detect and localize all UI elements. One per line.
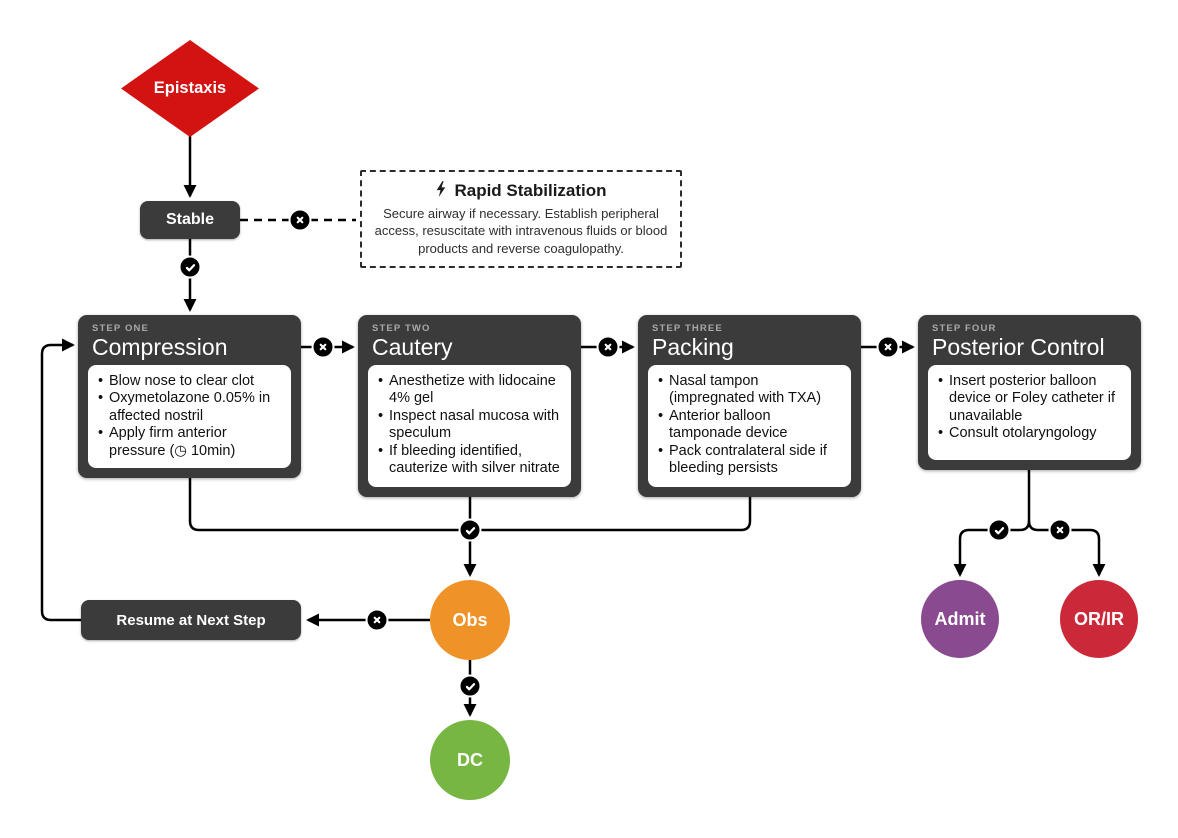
edge-compression-merge — [188, 478, 470, 532]
cross-icon — [365, 608, 389, 632]
step-header: STEP TWO Cautery — [358, 315, 581, 365]
step-node-compression[interactable]: STEP ONE Compression Blow nose to clear … — [78, 315, 301, 478]
outcome-label: Admit — [934, 608, 986, 629]
step-bullet-list: Blow nose to clear clot Oxymetolazone 0.… — [96, 373, 285, 460]
step-node-cautery[interactable]: STEP TWO Cautery Anesthetize with lidoca… — [358, 315, 581, 497]
outcome-node-admit[interactable]: Admit — [921, 580, 999, 658]
step-bullet: Pack contralateral side if bleeding pers… — [656, 443, 845, 478]
edge-packing-merge — [470, 497, 752, 532]
resume-label: Resume at Next Step — [116, 611, 266, 629]
step-bullet: Consult otolaryngology — [936, 425, 1125, 443]
step-node-posterior-control[interactable]: STEP FOUR Posterior Control Insert poste… — [918, 315, 1141, 470]
step-bullet: Anesthetize with lidocaine 4% gel — [376, 373, 565, 408]
step-header: STEP FOUR Posterior Control — [918, 315, 1141, 365]
step-number-label: STEP TWO — [372, 323, 431, 334]
start-node-label: Epistaxis — [153, 79, 227, 97]
cross-icon — [1048, 518, 1072, 542]
cross-icon — [288, 208, 312, 232]
stable-label: Stable — [165, 211, 214, 228]
lightning-bolt-icon — [435, 180, 448, 202]
step-bullet: If bleeding identified, cauterize with s… — [376, 443, 565, 478]
rapid-stabilization-body: Secure airway if necessary. Establish pe… — [374, 205, 668, 256]
step-title: Cautery — [372, 334, 453, 360]
outcome-label: Obs — [452, 609, 488, 630]
step-title: Packing — [652, 334, 734, 360]
step-bullet: Nasal tampon (impregnated with TXA) — [656, 373, 845, 408]
step-bullet-list: Insert posterior balloon device or Foley… — [936, 373, 1125, 443]
rapid-stabilization-title-row: Rapid Stabilization — [435, 180, 607, 202]
step-number-label: STEP THREE — [652, 323, 723, 334]
outcome-label: OR/IR — [1073, 608, 1124, 629]
step-bullet: Apply firm anterior pressure (◷ 10min) — [96, 425, 285, 460]
step-detail-panel: Blow nose to clear clot Oxymetolazone 0.… — [88, 365, 291, 468]
cross-icon — [311, 335, 335, 359]
outcome-label: DC — [457, 749, 483, 770]
stable-decision-node[interactable]: Stable — [140, 201, 240, 239]
step-bullet-list: Nasal tampon (impregnated with TXA) Ante… — [656, 373, 845, 477]
step-detail-panel: Anesthetize with lidocaine 4% gel Inspec… — [368, 365, 571, 487]
step-node-packing[interactable]: STEP THREE Packing Nasal tampon (impregn… — [638, 315, 861, 497]
step-bullet: Insert posterior balloon device or Foley… — [936, 373, 1125, 425]
step-number-label: STEP FOUR — [932, 323, 997, 334]
check-icon — [458, 518, 482, 542]
step-header: STEP THREE Packing — [638, 315, 861, 365]
cross-icon — [596, 335, 620, 359]
step-bullet: Blow nose to clear clot — [96, 373, 285, 391]
check-icon — [458, 674, 482, 698]
edge-posterior-admit — [953, 520, 1031, 577]
outcome-node-observation[interactable]: Obs — [430, 580, 510, 660]
step-detail-panel: Nasal tampon (impregnated with TXA) Ante… — [648, 365, 851, 487]
step-number-label: STEP ONE — [92, 323, 149, 334]
step-detail-panel: Insert posterior balloon device or Foley… — [928, 365, 1131, 460]
step-bullet: Inspect nasal mucosa with speculum — [376, 408, 565, 443]
edge-resume-compression — [40, 338, 81, 622]
check-icon — [178, 255, 202, 279]
rapid-stabilization-title: Rapid Stabilization — [454, 181, 607, 201]
step-bullet: Oxymetolazone 0.05% in affected nostril — [96, 390, 285, 425]
edge-posterior-orir — [1027, 520, 1106, 577]
step-bullet-list: Anesthetize with lidocaine 4% gel Inspec… — [376, 373, 565, 477]
cross-icon — [876, 335, 900, 359]
resume-next-step-node[interactable]: Resume at Next Step — [81, 600, 301, 640]
step-title: Compression — [92, 334, 228, 360]
step-bullet: Anterior balloon tamponade device — [656, 408, 845, 443]
check-icon — [987, 518, 1011, 542]
outcome-node-or-ir[interactable]: OR/IR — [1060, 580, 1138, 658]
outcome-node-discharge[interactable]: DC — [430, 720, 510, 800]
rapid-stabilization-note: Rapid Stabilization Secure airway if nec… — [360, 170, 682, 268]
step-title: Posterior Control — [932, 334, 1105, 360]
step-header: STEP ONE Compression — [78, 315, 301, 365]
